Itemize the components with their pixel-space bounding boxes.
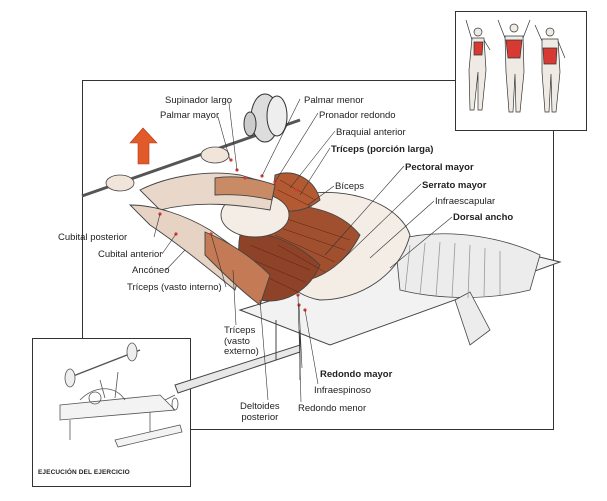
label-line: posterior	[241, 411, 279, 423]
label-infraespinoso: Infraespinoso	[314, 385, 372, 396]
label-deltoides-posterior: Deltoides posterior	[240, 401, 280, 423]
leader-lines	[153, 98, 453, 403]
legs	[394, 233, 541, 346]
label-anconeo: Ancóneo	[132, 265, 170, 276]
exercise-caption: EJECUCIÓN DEL EJERCICIO	[38, 469, 130, 476]
label-triceps-porcion-larga: Tríceps (porción larga)	[331, 144, 434, 155]
label-cubital-posterior: Cubital posterior	[58, 232, 128, 243]
label-pronador-redondo: Pronador redondo	[319, 110, 396, 121]
label-supinador-largo: Supinador largo	[165, 95, 233, 106]
label-triceps-vasto-interno: Tríceps (vasto interno)	[127, 282, 222, 293]
label-infraescapular: Infraescapular	[435, 196, 496, 207]
hands	[105, 146, 230, 192]
label-biceps: Bíceps	[335, 181, 365, 192]
label-palmar-mayor: Palmar mayor	[160, 110, 220, 121]
label-line: (vasto	[224, 335, 250, 347]
exercise-sketch	[59, 342, 183, 448]
up-arrow-icon	[129, 127, 158, 165]
label-cubital-anterior: Cubital anterior	[98, 249, 163, 260]
label-serrato-mayor: Serrato mayor	[422, 180, 487, 191]
label-dorsal-ancho: Dorsal ancho	[453, 212, 514, 223]
label-line: Tríceps	[224, 325, 256, 336]
arms	[128, 172, 276, 306]
label-pectoral-mayor: Pectoral mayor	[405, 162, 474, 173]
label-triceps-vasto-externo: Tríceps (vasto externo)	[224, 325, 259, 358]
muscle-map-figures	[465, 19, 566, 113]
label-palmar-menor: Palmar menor	[304, 95, 364, 106]
label-line: externo)	[224, 346, 259, 357]
label-braquial-anterior: Braquial anterior	[336, 127, 406, 138]
label-redondo-mayor: Redondo mayor	[320, 369, 393, 380]
label-redondo-menor: Redondo menor	[298, 403, 367, 414]
label-line: Deltoides	[240, 401, 280, 412]
